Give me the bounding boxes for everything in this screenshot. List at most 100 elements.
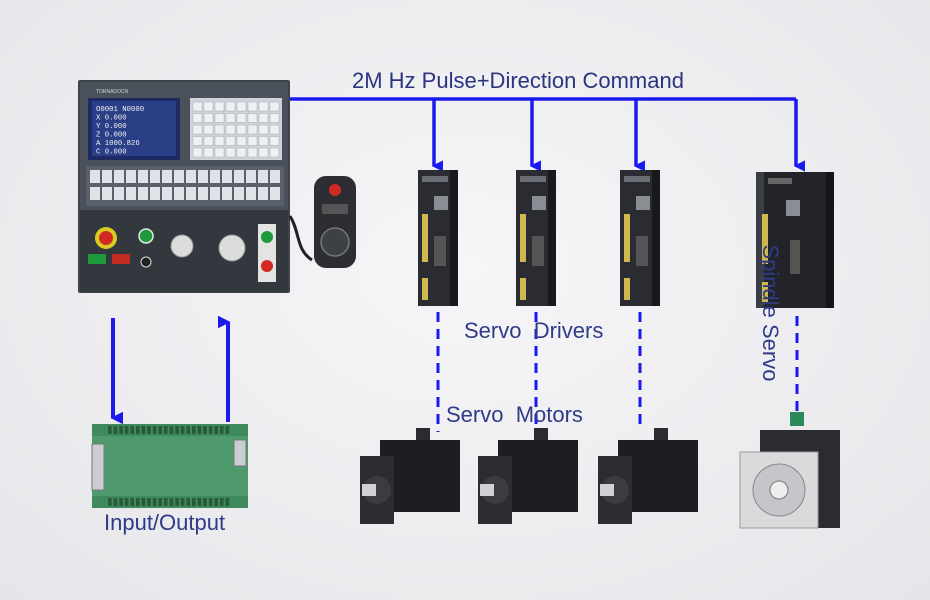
- io-terminal: [124, 498, 129, 506]
- keypad-key: [203, 136, 214, 146]
- io-terminal: [175, 426, 179, 434]
- keypad-key: [203, 147, 214, 158]
- keypad-key: [203, 124, 214, 135]
- io-terminal: [147, 498, 151, 506]
- function-key: [198, 170, 208, 183]
- io-terminal: [192, 426, 196, 434]
- function-key: [222, 170, 232, 183]
- keypad-key: [269, 124, 280, 135]
- spindle-override-dial: [218, 234, 246, 262]
- function-key: [114, 170, 124, 183]
- io-terminal: [119, 498, 123, 506]
- function-key: [126, 187, 136, 200]
- function-key: [162, 187, 172, 200]
- io-terminal: [197, 498, 202, 506]
- function-key: [210, 170, 220, 183]
- servo-driver: [418, 170, 458, 306]
- keypad-key: [192, 113, 203, 123]
- io-terminal: [124, 426, 129, 434]
- function-key: [234, 187, 244, 200]
- keypad-key: [236, 124, 247, 135]
- screen-line: A 1000.826: [96, 140, 140, 148]
- function-key: [90, 187, 100, 200]
- controller-brand: TORNADOCN: [96, 89, 129, 95]
- servo-motor: [360, 428, 460, 524]
- io-terminal-board: [91, 424, 248, 508]
- function-key: [174, 187, 184, 200]
- io-terminal: [147, 426, 151, 434]
- keypad-key: [192, 124, 203, 135]
- start-button: [138, 228, 154, 244]
- command-bus: [290, 97, 805, 172]
- function-key: [114, 187, 124, 200]
- io-terminal: [113, 426, 118, 434]
- io-terminal: [208, 426, 213, 434]
- keypad-key: [247, 136, 258, 146]
- keypad-key: [214, 147, 225, 158]
- keypad-key: [214, 124, 225, 135]
- io-terminal: [203, 426, 207, 434]
- io-terminal: [136, 426, 140, 434]
- function-key: [234, 170, 244, 183]
- function-key: [90, 170, 100, 183]
- io-terminal: [136, 498, 140, 506]
- screen-line: O0001 N0000: [96, 106, 144, 114]
- io-terminal: [164, 426, 168, 434]
- screen-line: X 0.000: [96, 115, 127, 123]
- command-title: 2M Hz Pulse+Direction Command: [352, 68, 684, 93]
- keypad-key: [269, 113, 280, 123]
- screen-line: Y 0.000: [96, 123, 127, 131]
- keypad-key: [225, 124, 236, 135]
- keypad-key: [269, 136, 280, 146]
- keypad-key: [192, 101, 203, 112]
- io-terminal: [119, 426, 123, 434]
- function-key: [222, 187, 232, 200]
- io-terminal: [158, 426, 162, 434]
- function-key: [186, 187, 196, 200]
- function-key: [150, 170, 160, 183]
- io-terminal: [164, 498, 168, 506]
- keypad-key: [258, 124, 269, 135]
- keypad-key: [225, 147, 236, 158]
- servo-motor: [478, 428, 578, 524]
- function-key: [102, 187, 112, 200]
- encoder-lines: [436, 312, 799, 432]
- spindle-servo-driver: [756, 172, 834, 308]
- keypad-key: [247, 113, 258, 123]
- keypad-key: [258, 101, 269, 112]
- keypad-key: [236, 147, 247, 158]
- io-terminal: [208, 498, 213, 506]
- keypad-key: [192, 136, 203, 146]
- keypad-key: [247, 147, 258, 158]
- io-terminal: [214, 498, 218, 506]
- io-terminal: [169, 498, 174, 506]
- io-terminal: [197, 426, 202, 434]
- function-key: [270, 170, 280, 183]
- function-key: [138, 187, 148, 200]
- io-terminal: [158, 498, 162, 506]
- function-key: [246, 187, 256, 200]
- function-key: [198, 187, 208, 200]
- spindle-motor: [739, 412, 840, 529]
- cycle-start-button: [261, 231, 273, 243]
- feed-override-dial: [170, 234, 194, 258]
- servo-driver: [620, 170, 660, 306]
- keypad-key: [225, 101, 236, 112]
- io-terminal: [141, 498, 146, 506]
- io-terminal: [180, 426, 185, 434]
- keypad-key: [214, 136, 225, 146]
- io-terminal: [214, 426, 218, 434]
- keypad-key: [247, 124, 258, 135]
- keypad-key: [258, 147, 269, 158]
- screen-line: C 0.000: [96, 149, 127, 157]
- cnc-controller: TORNADOCN O0001 N0000 X 0.000 Y 0.000 Z …: [78, 80, 290, 293]
- keypad-key: [236, 113, 247, 123]
- keypad-key: [192, 147, 203, 158]
- io-terminal: [130, 426, 134, 434]
- servo-motors-label: Servo Motors: [446, 402, 583, 427]
- io-terminal: [180, 498, 185, 506]
- keypad-key: [203, 101, 214, 112]
- keypad-key: [214, 101, 225, 112]
